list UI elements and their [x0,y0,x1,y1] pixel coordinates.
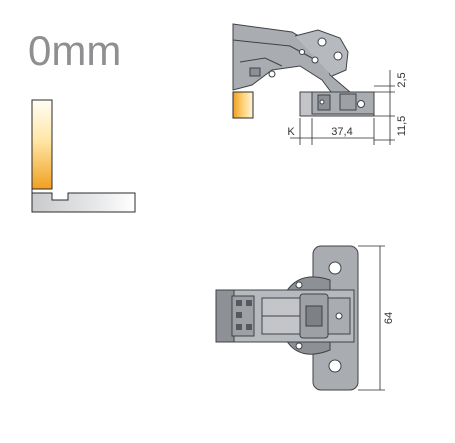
door-panel [31,99,53,190]
screw-hole-top [328,261,342,275]
overlay-title: 0mm [28,27,122,74]
hinge-side-view [232,23,375,119]
dim-width: 37,4 [331,126,352,138]
dimension-lines-side [290,70,395,145]
hinge-plan-view [215,245,359,391]
screw-hole-bottom [328,359,342,373]
dim-height: 64 [383,312,395,324]
dim-top-offset: 2,5 [396,72,408,87]
dim-plate-height: 11,5 [396,116,408,137]
carcass-side [31,192,136,213]
dimension-lines-plan [358,245,385,391]
overlay-diagram [31,99,136,213]
door-block [232,91,254,119]
dim-k-label: K [287,126,295,138]
